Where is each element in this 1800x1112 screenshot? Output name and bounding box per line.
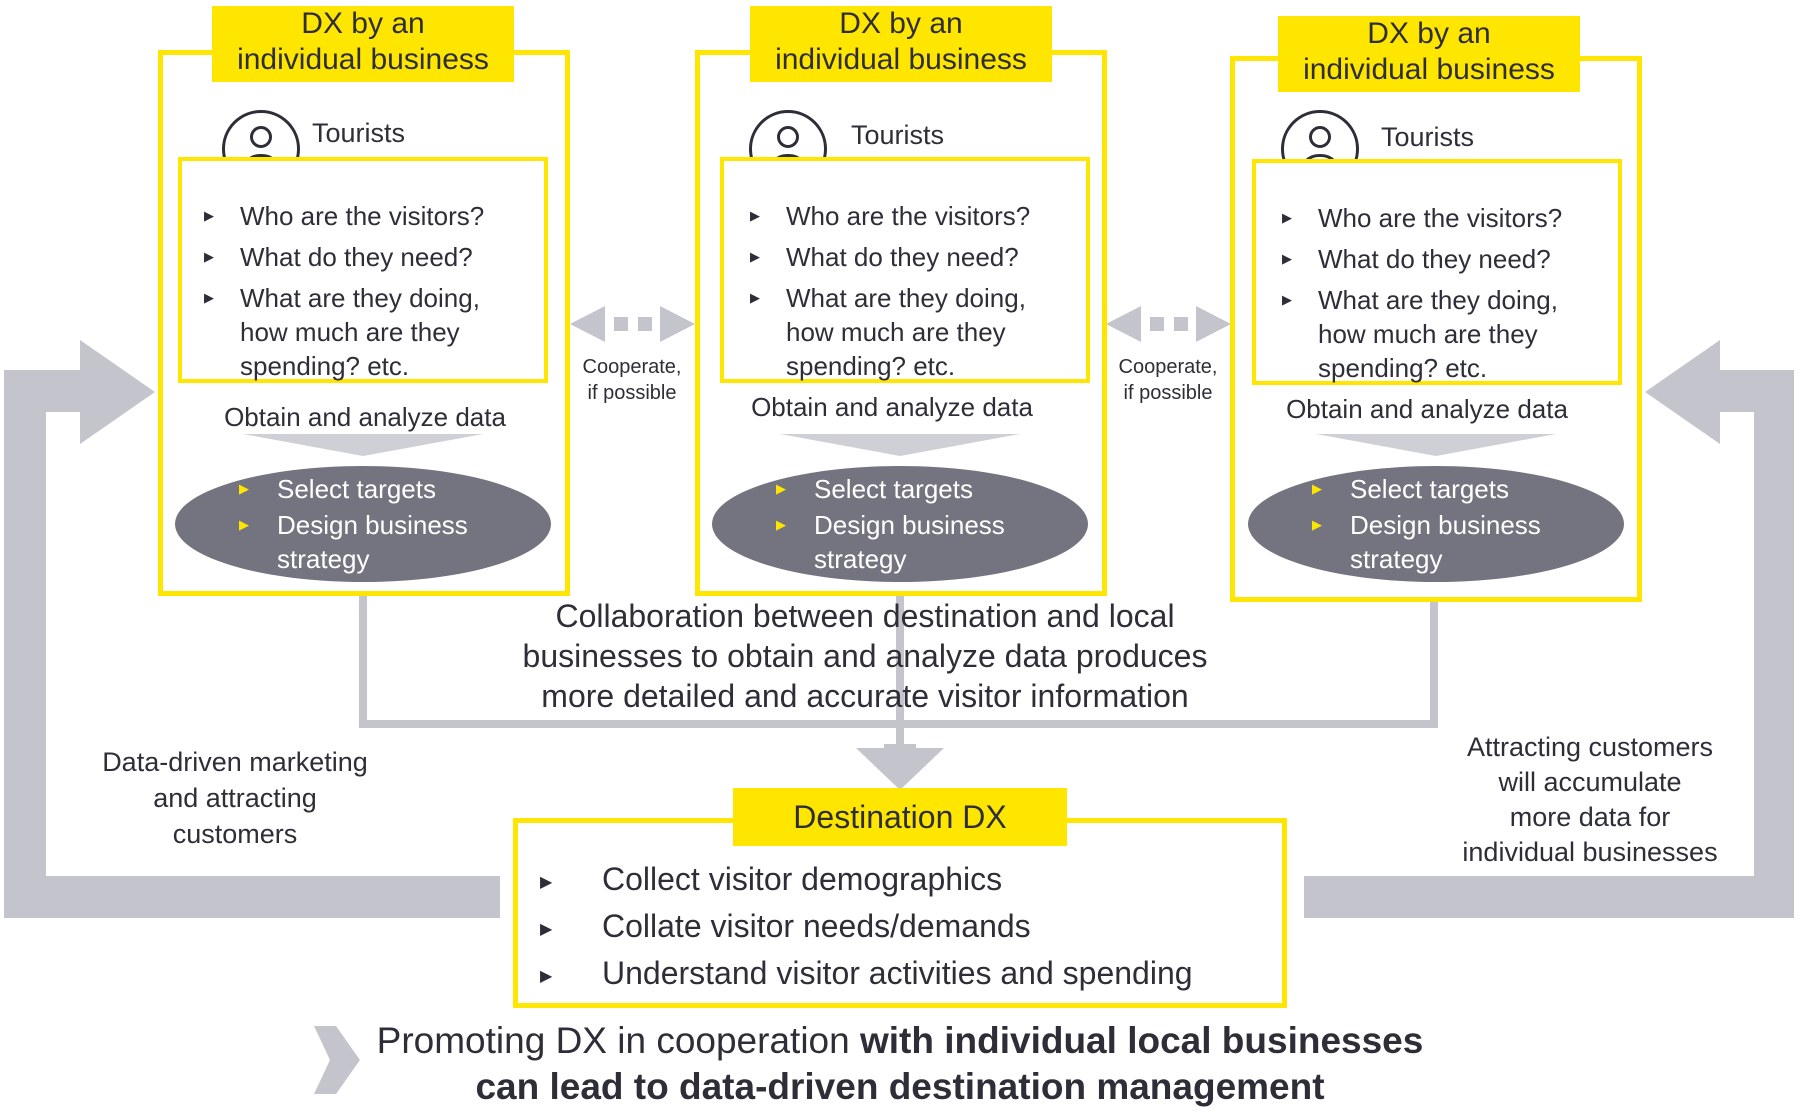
question-item: ▶What are they doing, how much are they … [204, 283, 480, 381]
business-box-3-title-line2: individual business [1303, 53, 1555, 86]
down-arrow-icon [856, 744, 944, 790]
business-box-1-title-line1: DX by an [301, 7, 425, 40]
collaboration-text: Collaboration between destination and lo… [522, 598, 1208, 714]
question-item: ▶Who are the visitors? [204, 201, 485, 231]
strategy-ellipse-1: ▶Select targets ▶Design business strateg… [175, 466, 551, 582]
questions-box-2: ▶Who are the visitors? ▶What do they nee… [720, 157, 1090, 383]
strategy-item: ▶Design business strategy [1312, 510, 1541, 574]
business-box-3-title-line1: DX by an [1367, 17, 1491, 50]
triangle-bullet-icon: ▶ [1282, 251, 1292, 266]
conclusion-part1: Promoting DX in cooperation [376, 1020, 860, 1061]
right-return-arrow [1304, 340, 1794, 918]
triangle-bullet-icon: ▶ [204, 249, 214, 264]
triangle-bullet-icon: ▶ [540, 968, 553, 985]
cooperate-arrow-right-pair [1106, 306, 1231, 342]
business-box-2-title-line1: DX by an [839, 7, 963, 40]
funnel-arrow-icon [780, 434, 1020, 456]
triangle-bullet-icon: ▶ [1282, 292, 1292, 307]
business-box-2-title: DX by an individual business [750, 6, 1052, 82]
cooperate-arrow-left-pair [570, 306, 695, 342]
question-item: ▶Who are the visitors? [750, 201, 1031, 231]
business-box-3-title: DX by an individual business [1278, 16, 1580, 92]
right-side-text: Attracting customers will accumulate mor… [1462, 732, 1718, 867]
conclusion-part2: with individual local businesses [859, 1020, 1424, 1061]
cooperate-label-right: Cooperate, if possible [1118, 356, 1218, 404]
conclusion-arrow-icon [314, 1026, 360, 1094]
tourists-label: Tourists [312, 118, 406, 148]
question-item: ▶What are they doing, how much are they … [750, 283, 1026, 381]
strategy-item: ▶Select targets [776, 474, 973, 504]
triangle-bullet-icon: ▶ [204, 208, 214, 223]
tourists-label: Tourists [1381, 122, 1475, 152]
destination-item: ▶Collate visitor needs/demands [540, 906, 1193, 946]
triangle-bullet-icon: ▶ [1312, 481, 1322, 496]
destination-dx-title: Destination DX [733, 788, 1067, 846]
questions-box-3: ▶Who are the visitors? ▶What do they nee… [1252, 159, 1622, 385]
question-item: ▶What do they need? [750, 242, 1019, 272]
obtain-analyze-label: Obtain and analyze data [751, 392, 1033, 422]
strategy-ellipse-3: ▶Select targets ▶Design business strateg… [1248, 466, 1624, 582]
business-box-1-title-line2: individual business [237, 43, 489, 76]
strategy-item: ▶Select targets [239, 474, 436, 504]
left-side-text: Data-driven marketing and attracting cus… [102, 747, 368, 849]
conclusion-line2: can lead to data-driven destination mana… [475, 1066, 1325, 1107]
tourists-label: Tourists [851, 120, 945, 150]
triangle-bullet-icon: ▶ [776, 481, 786, 496]
triangle-bullet-icon: ▶ [239, 517, 249, 532]
business-box-1-title: DX by an individual business [212, 6, 514, 82]
question-item: ▶What do they need? [1282, 244, 1551, 274]
question-item: ▶What do they need? [204, 242, 473, 272]
triangle-bullet-icon: ▶ [239, 481, 249, 496]
triangle-bullet-icon: ▶ [1312, 517, 1322, 532]
obtain-analyze-label: Obtain and analyze data [1286, 394, 1568, 424]
question-item: ▶What are they doing, how much are they … [1282, 285, 1558, 383]
strategy-item: ▶Select targets [1312, 474, 1509, 504]
triangle-bullet-icon: ▶ [540, 921, 553, 938]
obtain-analyze-label: Obtain and analyze data [224, 402, 506, 432]
triangle-bullet-icon: ▶ [204, 290, 214, 305]
strategy-ellipse-2: ▶Select targets ▶Design business strateg… [712, 466, 1088, 582]
triangle-bullet-icon: ▶ [1282, 210, 1292, 225]
triangle-bullet-icon: ▶ [750, 208, 760, 223]
destination-item: ▶Collect visitor demographics [540, 859, 1193, 899]
triangle-bullet-icon: ▶ [750, 249, 760, 264]
destination-dx-box: ▶Collect visitor demographics ▶Collate v… [513, 818, 1287, 1008]
business-box-2-title-line2: individual business [775, 43, 1027, 76]
cooperate-label-left: Cooperate, if possible [582, 356, 682, 404]
conclusion-text: Promoting DX in cooperation with individ… [320, 1018, 1480, 1110]
questions-box-1: ▶Who are the visitors? ▶What do they nee… [178, 157, 548, 383]
triangle-bullet-icon: ▶ [540, 874, 553, 891]
funnel-arrow-icon [1316, 434, 1556, 456]
destination-item: ▶Understand visitor activities and spend… [540, 953, 1193, 993]
question-item: ▶Who are the visitors? [1282, 203, 1563, 233]
conclusion-line1: Promoting DX in cooperation with individ… [320, 1018, 1480, 1064]
triangle-bullet-icon: ▶ [776, 517, 786, 532]
left-return-arrow [4, 340, 500, 918]
strategy-item: ▶Design business strategy [239, 510, 468, 574]
strategy-item: ▶Design business strategy [776, 510, 1005, 574]
funnel-arrow-icon [243, 434, 483, 456]
triangle-bullet-icon: ▶ [750, 290, 760, 305]
